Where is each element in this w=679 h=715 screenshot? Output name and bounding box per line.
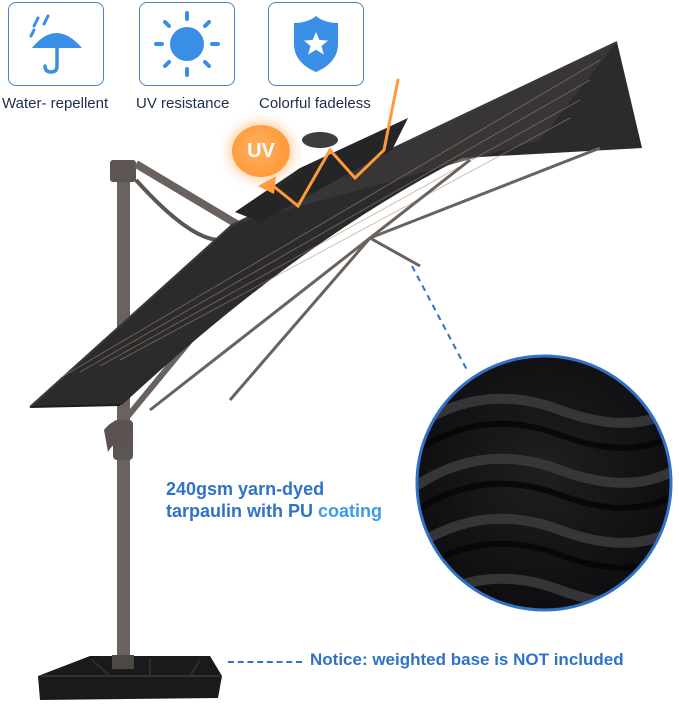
umbrella-pole xyxy=(104,160,136,669)
fabric-pointer-line xyxy=(411,265,469,373)
uv-light-rays xyxy=(258,78,400,209)
colorful-fadeless-label: Colorful fadeless xyxy=(259,95,371,112)
fabric-line-1: 240gsm yarn-dyed xyxy=(166,479,325,499)
fabric-line-2-prefix: tarpaulin with PU xyxy=(166,501,319,521)
notice-dashed-line xyxy=(228,661,302,663)
fabric-description: 240gsm yarn-dyed tarpaulin with PU coati… xyxy=(166,478,382,522)
water-repellent-label: Water- repellent xyxy=(2,95,109,112)
uv-badge: UV xyxy=(232,125,290,177)
fabric-closeup-circle xyxy=(415,354,673,612)
umbrella-base xyxy=(38,656,222,700)
shield-star-icon xyxy=(294,16,338,72)
uv-resistance-label: UV resistance xyxy=(136,95,230,112)
fabric-line-2: tarpaulin with PU coating xyxy=(166,500,382,522)
umbrella-canopy xyxy=(29,41,642,412)
fabric-line-2-highlight: coating xyxy=(318,501,383,521)
water-repellent-feature-box xyxy=(8,2,104,86)
umbrella-rain-icon xyxy=(29,14,82,74)
sun-icon xyxy=(154,11,220,77)
uv-resistance-feature-box xyxy=(139,2,235,86)
notice-text: Notice: weighted base is NOT included xyxy=(310,650,624,669)
colorful-fadeless-feature-box xyxy=(268,2,364,86)
